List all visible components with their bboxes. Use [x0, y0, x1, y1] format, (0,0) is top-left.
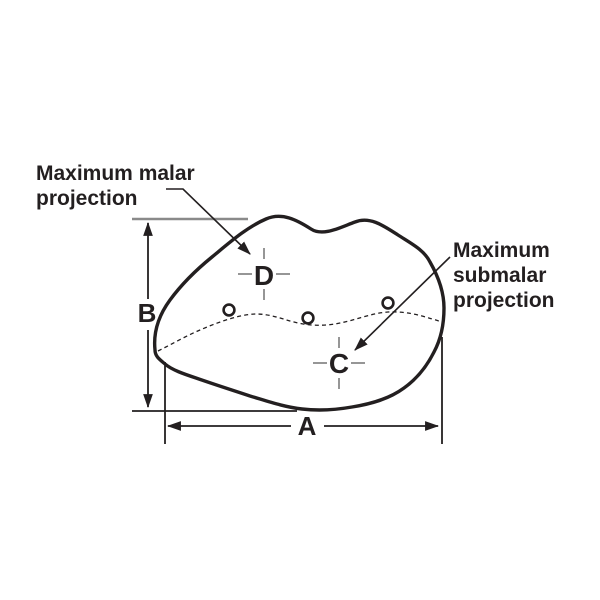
malar-label: Maximum malar projection — [36, 162, 195, 210]
submalar-label-line1: Maximum — [453, 239, 550, 262]
implant-outline — [152, 214, 446, 412]
implant-base-dashed-curve — [157, 311, 442, 352]
malar-label-line1: Maximum malar — [36, 162, 195, 185]
submalar-label: Maximum submalar projection — [453, 239, 555, 312]
marker-d-crosshair — [238, 248, 290, 300]
marker-c-crosshair — [313, 337, 365, 389]
submalar-label-line2: submalar — [453, 264, 546, 287]
dimension-a-label: A — [298, 411, 317, 441]
submalar-leader-line — [354, 256, 451, 351]
suture-hole — [222, 303, 236, 317]
marker-d-label: D — [254, 260, 274, 291]
suture-hole — [381, 296, 395, 310]
submalar-label-line3: projection — [453, 289, 555, 312]
suture-hole — [301, 311, 315, 325]
dimension-b-label: B — [138, 298, 157, 328]
malar-leader-line — [166, 188, 251, 255]
malar-label-line2: projection — [36, 187, 138, 210]
marker-c-label: C — [329, 348, 349, 379]
